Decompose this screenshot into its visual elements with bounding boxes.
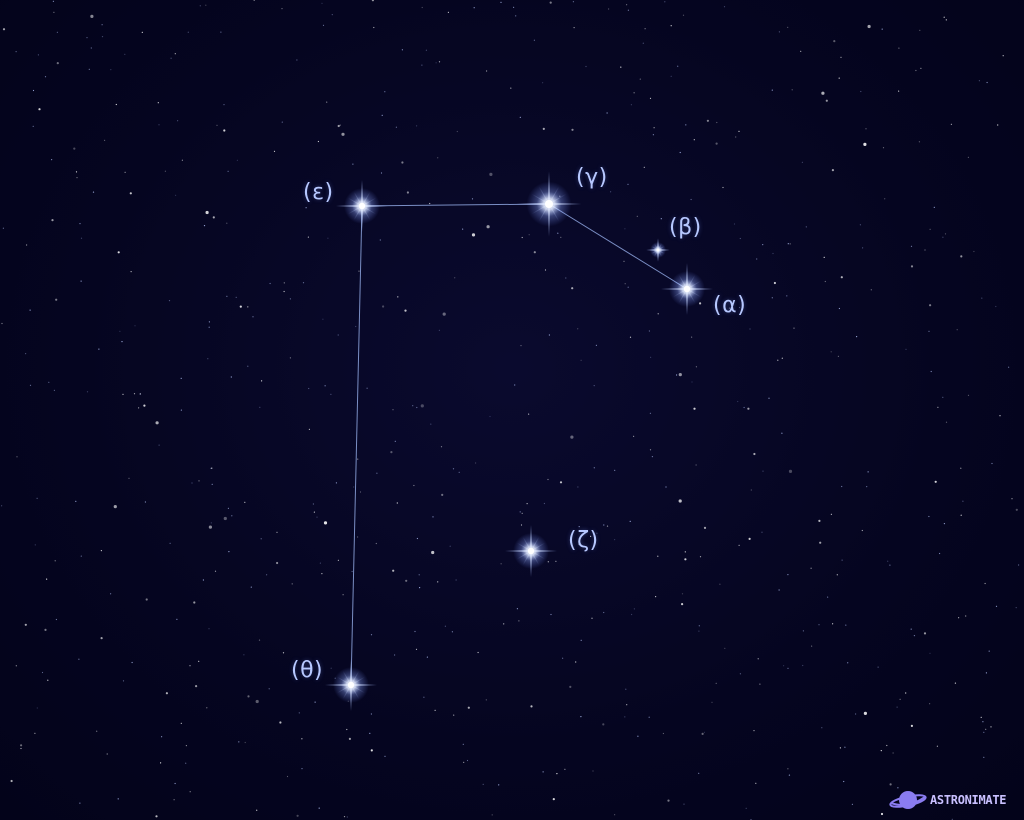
star-alpha bbox=[661, 263, 713, 315]
constellation-line-gamma-alpha bbox=[548, 203, 688, 290]
constellation-lines bbox=[350, 203, 688, 686]
star-zeta bbox=[505, 525, 557, 577]
star-label-zeta: (ζ) bbox=[568, 528, 599, 553]
star-label-epsilon: (ε) bbox=[303, 180, 334, 205]
star-label-gamma: (γ) bbox=[576, 165, 608, 190]
constellation-stars bbox=[325, 171, 713, 711]
star-theta bbox=[325, 659, 377, 711]
star-label-beta: (β) bbox=[669, 215, 702, 240]
constellation-line-theta-epsilon bbox=[350, 205, 363, 686]
star-label-theta: (θ) bbox=[291, 658, 324, 683]
star-beta bbox=[646, 238, 670, 262]
star-epsilon bbox=[336, 180, 388, 232]
star-label-alpha: (α) bbox=[713, 293, 747, 318]
astronimate-logo: ASTRONIMATE bbox=[888, 786, 1006, 814]
logo-text: ASTRONIMATE bbox=[930, 793, 1007, 807]
star-gamma bbox=[516, 171, 582, 237]
planet-icon bbox=[889, 791, 927, 809]
